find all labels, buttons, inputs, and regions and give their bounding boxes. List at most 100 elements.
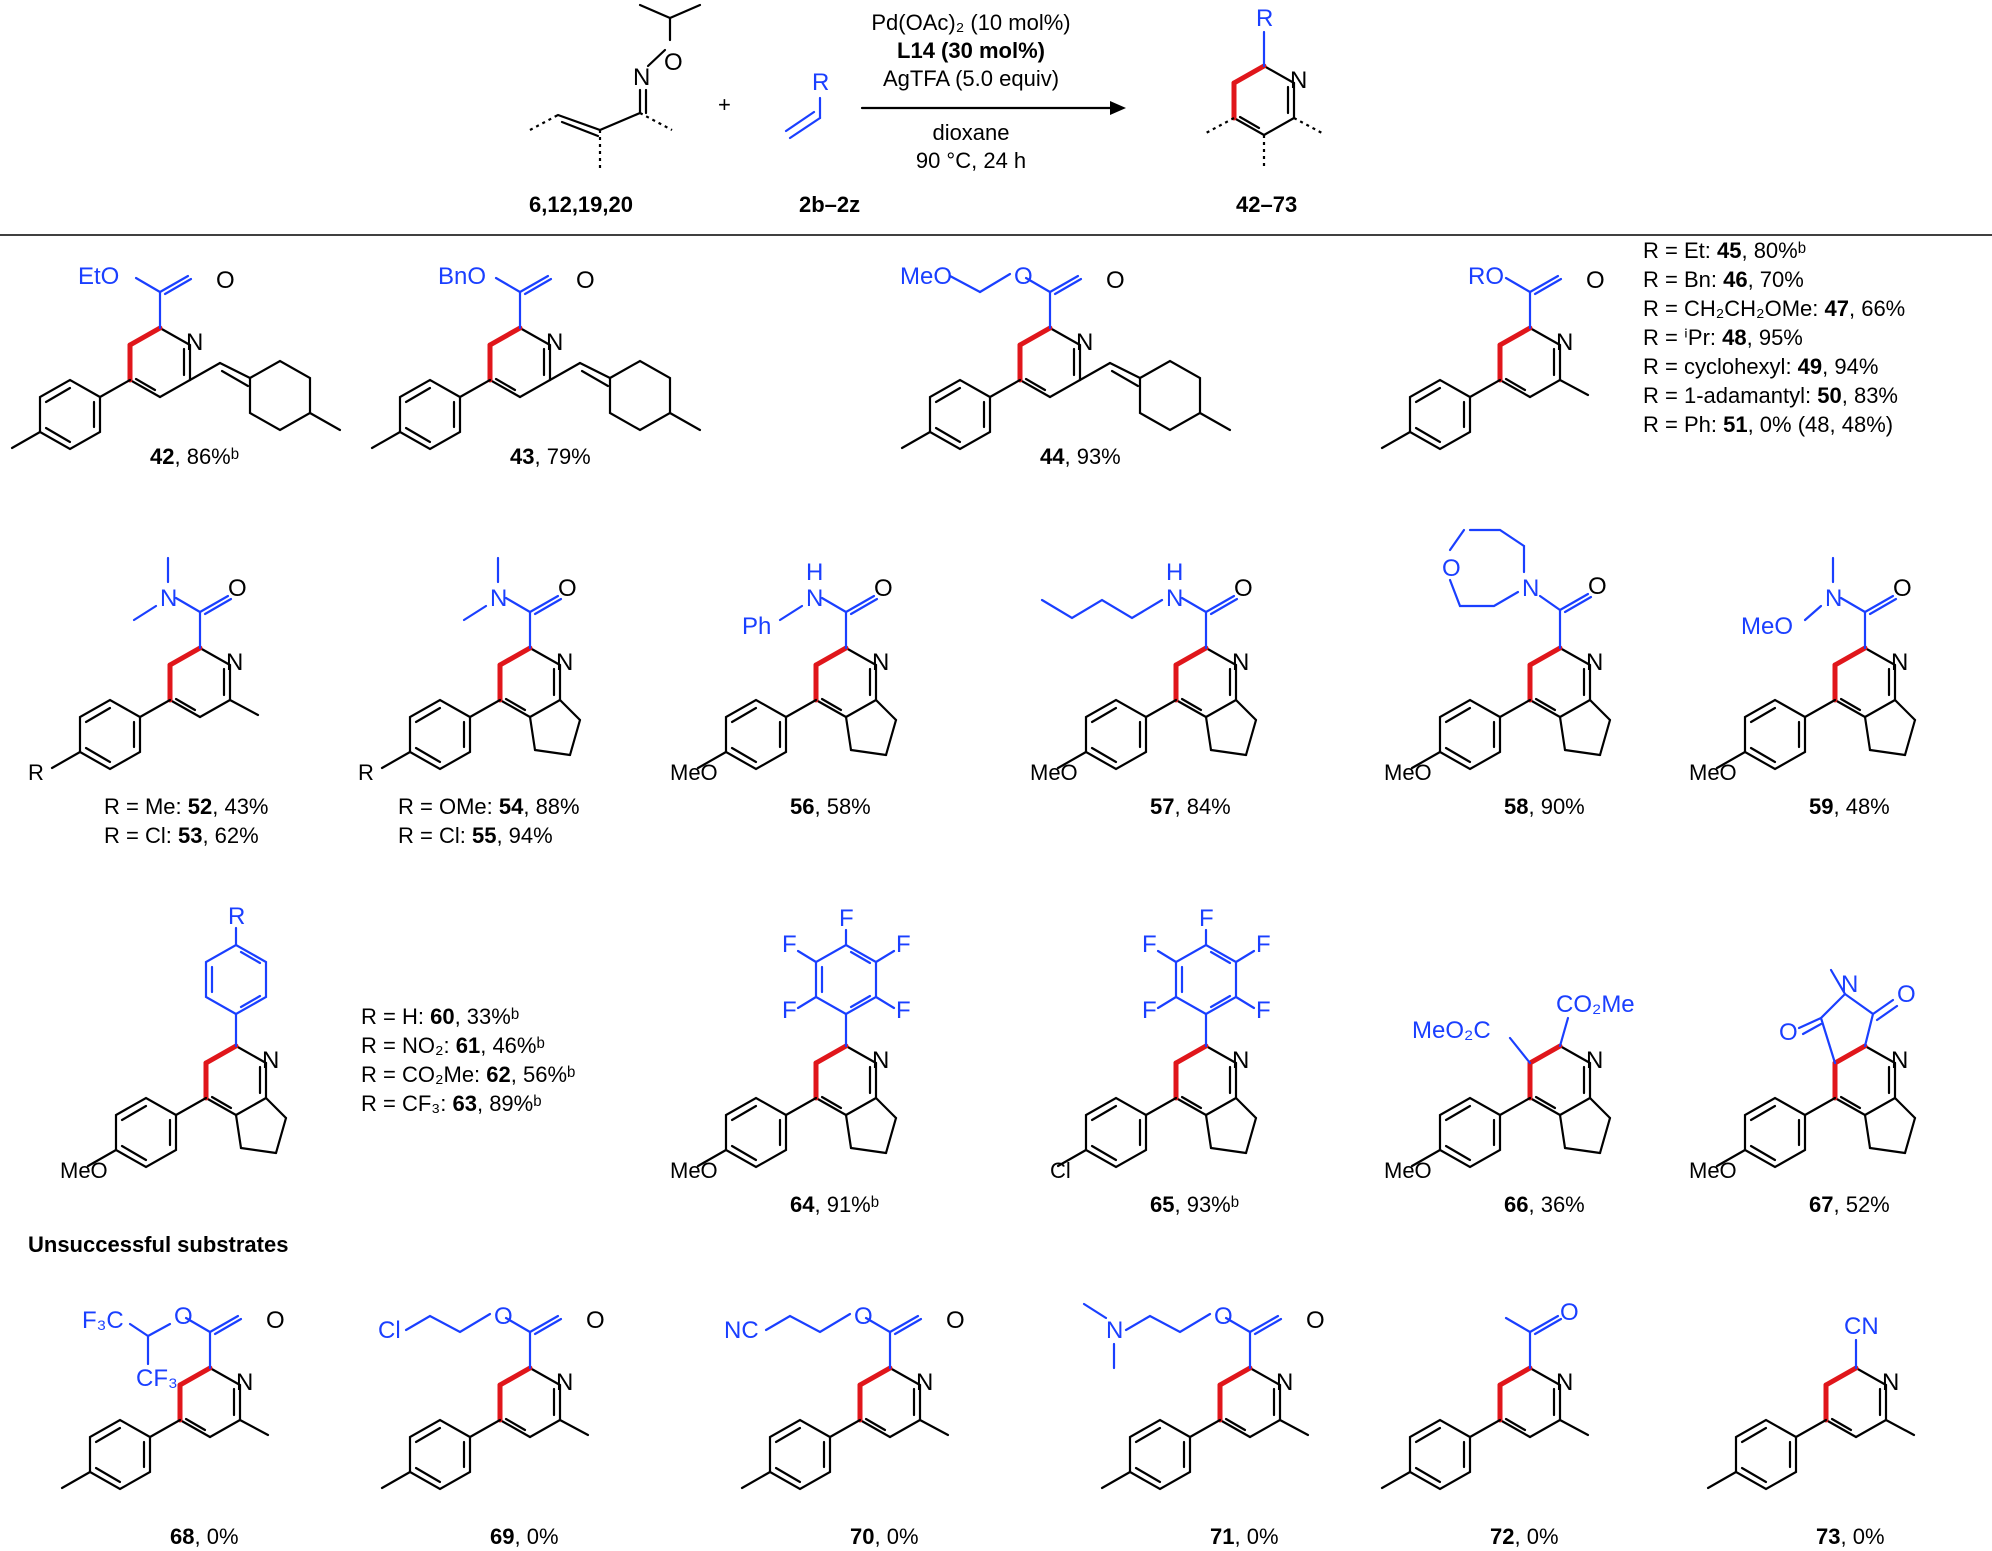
fluorine: F — [782, 997, 797, 1024]
fluorine: F — [896, 997, 911, 1024]
compound-72: O N 72, 0% — [1380, 1299, 1590, 1549]
r-item: R = CO₂Me: 62, 56%ᵇ — [361, 1062, 575, 1087]
carbonyl-o: O — [558, 575, 577, 602]
nitrile-substituent: CN — [1844, 1313, 1879, 1340]
compound-69: O O Cl N 69, 0% — [378, 1303, 605, 1549]
compound-45-51-generic: O RO N — [1380, 263, 1605, 451]
compound-yield-label: 64, 91%ᵇ — [790, 1192, 879, 1217]
compound-43: O BnO N 43, 79% — [370, 263, 702, 469]
methoxy-label: MeO — [1384, 1158, 1432, 1183]
reactant-oxime-ether: N O 6,12,19,20 — [529, 3, 702, 217]
carbonyl-o: O — [1306, 1307, 1325, 1334]
compound-70: O O NC N 70, 0% — [724, 1303, 965, 1549]
compound-yield-label: 59, 48% — [1809, 794, 1890, 819]
ring-n: N — [1232, 649, 1249, 676]
ester-o: O — [494, 1303, 513, 1330]
imide-n: N — [1841, 971, 1858, 998]
compound-yield-label: 73, 0% — [1816, 1524, 1885, 1549]
aryl-r-group: R — [358, 760, 374, 785]
ring-n: N — [1232, 1047, 1249, 1074]
methoxy-label: MeO — [60, 1158, 108, 1183]
weinreb-n: N — [1825, 585, 1842, 612]
compound-54-55: O N N R R = OMe: 54, 88% R = Cl: 55, 94% — [358, 556, 582, 848]
compound-yield-label: 69, 0% — [490, 1524, 559, 1549]
compound-60-63-generic: R N MeO — [60, 903, 288, 1183]
r-item: R = CH₂CH₂OMe: 47, 66% — [1643, 296, 1905, 321]
r-item: R = cyclohexyl: 49, 94% — [1643, 354, 1878, 379]
methoxy-label: MeO — [1030, 760, 1078, 785]
ring-n: N — [1556, 329, 1573, 356]
diester-substituent: CO₂Me — [1556, 991, 1635, 1018]
ring-n: N — [1586, 649, 1603, 676]
unsuccessful-heading: Unsuccessful substrates — [28, 1232, 288, 1257]
carbonyl-o: O — [216, 267, 235, 294]
carbonyl-o: O — [228, 575, 247, 602]
methoxy-label: MeO — [1689, 760, 1737, 785]
compound-yield-label: 56, 58% — [790, 794, 871, 819]
imide-o: O — [1779, 1019, 1798, 1046]
ring-n: N — [1891, 649, 1908, 676]
compound-56: O N H Ph N MeO 56, 58% — [670, 559, 898, 819]
reaction-conditions: Pd(OAc)₂ (10 mol%) L14 (30 mol%) AgTFA (… — [860, 10, 1126, 173]
compound-71: O O N N 71, 0% — [1082, 1302, 1325, 1549]
amide-h: H — [806, 559, 823, 586]
carbonyl-o: O — [874, 575, 893, 602]
fluorine: F — [1142, 931, 1157, 958]
hfip-substituent: F₃C — [82, 1307, 124, 1334]
compound-yield-label: 72, 0% — [1490, 1524, 1559, 1549]
compound-68: O O F₃C CF₃ N 68, 0% — [60, 1303, 285, 1549]
carbonyl-o: O — [1106, 267, 1125, 294]
aryl-r-group: R — [28, 760, 44, 785]
methoxy-label: MeO — [1384, 760, 1432, 785]
r-item: R = 1-adamantyl: 50, 83% — [1643, 383, 1898, 408]
compound-yield-label: 42, 86%ᵇ — [150, 444, 239, 469]
compound-yield-label: 65, 93%ᵇ — [1150, 1192, 1239, 1217]
r-item: R = Ph: 51, 0% (48, 48%) — [1643, 412, 1893, 437]
compound-52-53: O N N R R = Me: 52, 43% R = Cl: 53, 62% — [28, 556, 269, 848]
r-item: R = CF₃: 63, 89%ᵇ — [361, 1091, 542, 1116]
compound-58: O N O N MeO 58, 90% — [1384, 528, 1612, 819]
amine-n: N — [1106, 1317, 1123, 1344]
amide-n: N — [160, 585, 177, 612]
fluorine: F — [896, 931, 911, 958]
cyanoethyl-substituent: NC — [724, 1317, 759, 1344]
ring-n: N — [1276, 1369, 1293, 1396]
chloro-label: Cl — [1050, 1158, 1071, 1183]
ring-n: N — [556, 1369, 573, 1396]
ring-n: N — [236, 1369, 253, 1396]
fluorine: F — [1142, 997, 1157, 1024]
condition-ligand: L14 (30 mol%) — [897, 38, 1045, 63]
amide-n: N — [490, 585, 507, 612]
condition-catalyst: Pd(OAc)₂ (10 mol%) — [871, 10, 1070, 35]
product-pyridine: N R 42–73 — [1205, 5, 1323, 217]
compound-yield-label: 71, 0% — [1210, 1524, 1279, 1549]
methoxy-substituent: MeO — [900, 263, 952, 290]
ring-n: N — [226, 649, 243, 676]
amide-phenyl: Ph — [742, 613, 771, 640]
ketone-o: O — [1560, 1299, 1579, 1326]
compound-67: O N O N MeO 67, 52% — [1689, 968, 1917, 1217]
chloroethyl-substituent: Cl — [378, 1317, 401, 1344]
compound-59: O N MeO N MeO 59, 48% — [1689, 556, 1917, 819]
carbonyl-o: O — [1234, 575, 1253, 602]
oxime-n-atom: N — [633, 64, 650, 91]
carbonyl-o: O — [1588, 573, 1607, 600]
amide-h: H — [1166, 559, 1183, 586]
r-item: R = H: 60, 33%ᵇ — [361, 1004, 519, 1029]
oxime-o-atom: O — [664, 49, 683, 76]
reactant2-label: 2b–2z — [799, 192, 860, 217]
ring-n: N — [1882, 1369, 1899, 1396]
ester-substituent: RO — [1468, 263, 1504, 290]
methoxy-label: MeO — [670, 1158, 718, 1183]
r-item: R = Et: 45, 80%ᵇ — [1643, 238, 1806, 263]
amide-n: N — [1166, 585, 1183, 612]
compound-yield-label: 44, 93% — [1040, 444, 1121, 469]
ring-n: N — [872, 1047, 889, 1074]
reactant1-label: 6,12,19,20 — [529, 192, 633, 217]
carbonyl-o: O — [946, 1307, 965, 1334]
r-item: R = Cl: 55, 94% — [398, 823, 553, 848]
compound-65: F F F F F N Cl 65, 93%ᵇ — [1050, 905, 1271, 1217]
r-item: R = Me: 52, 43% — [104, 794, 269, 819]
